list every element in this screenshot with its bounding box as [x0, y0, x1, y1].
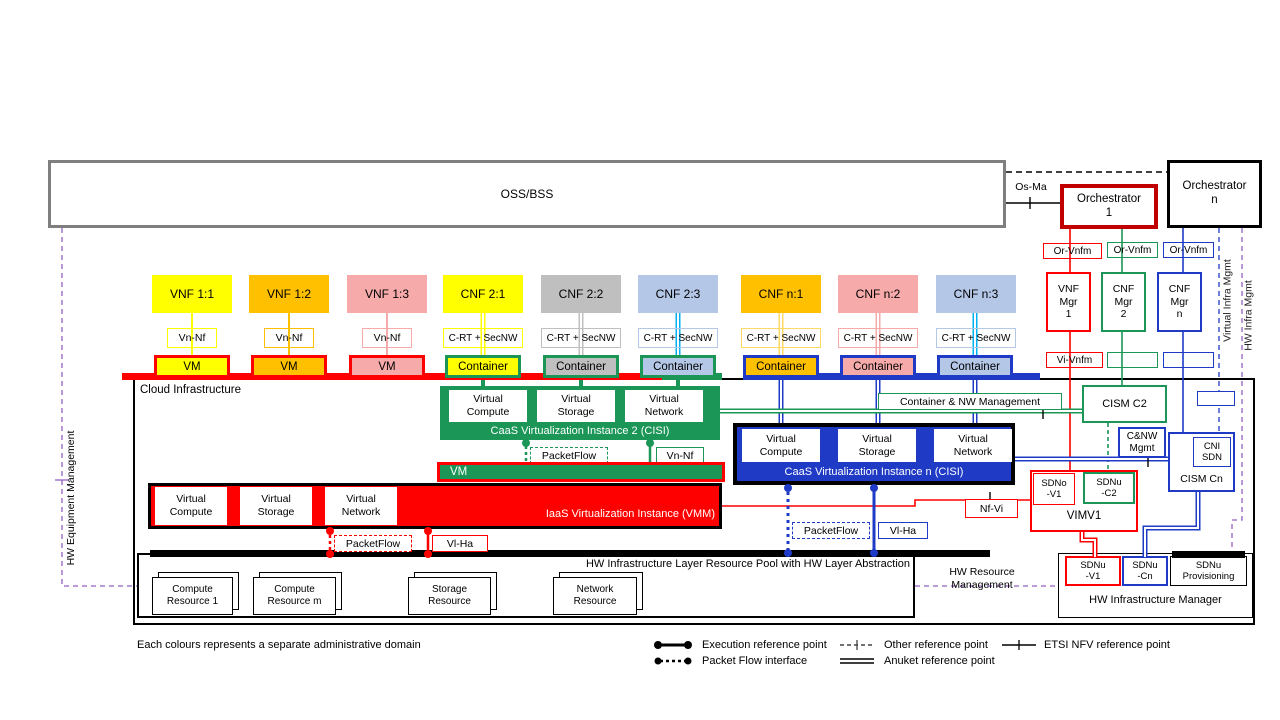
nf-vi-label: Nf-Vi	[965, 499, 1018, 518]
vnf-mgr-1-box: VNF Mgr 1	[1046, 272, 1091, 332]
vl-ha-label-blue: Vl-Ha	[878, 522, 928, 539]
hw-pool-title: HW Infrastructure Layer Resource Pool wi…	[585, 558, 910, 570]
crt-secnw-label-4: C-RT + SecNW	[741, 328, 821, 348]
vi-vnfm-label: Vi-Vnfm	[1046, 352, 1103, 368]
virtual-infra-mgmt-label: Virtual Infra Mgmt	[1221, 259, 1234, 342]
or-vnfm-label-blue: Or-Vnfm	[1163, 242, 1214, 258]
vimv1-label: VIMV1	[1066, 510, 1102, 522]
cisi2-virtual-network: Virtual Network	[625, 390, 703, 422]
packetflow-label-red: PacketFlow	[334, 535, 412, 552]
iaas-virtual-network: Virtual Network	[325, 487, 397, 525]
vm-bar: VM	[437, 462, 725, 482]
storage-resource: Storage Resource	[408, 577, 491, 615]
nf-box-vnf-1-1: VNF 1:1	[152, 275, 232, 313]
empty-ref-box-blue	[1163, 352, 1214, 368]
legend-note: Each colours represents a separate admin…	[137, 639, 421, 651]
packetflow-label-green: PacketFlow	[530, 447, 608, 464]
sdnu-provisioning-box: SDNu Provisioning	[1170, 556, 1247, 586]
cisi2-virtual-storage: Virtual Storage	[537, 390, 615, 422]
nf-box-vnf-1-2: VNF 1:2	[249, 275, 329, 313]
packetflow-label-blue: PacketFlow	[792, 522, 870, 539]
vm-box-1: VM	[154, 355, 230, 378]
or-vnfm-label-green: Or-Vnfm	[1107, 242, 1158, 258]
or-vnfm-label-red: Or-Vnfm	[1043, 243, 1102, 259]
crt-secnw-label-5: C-RT + SecNW	[838, 328, 918, 348]
sdnu-provisioning-bar	[1172, 551, 1245, 558]
nf-box-cnf-n-1: CNF n:1	[741, 275, 821, 313]
legend-etsi-label: ETSI NFV reference point	[1044, 639, 1170, 651]
vm-box-3: VM	[349, 355, 425, 378]
cni-sdn-box: CNI SDN	[1193, 437, 1231, 467]
empty-ref-box-green	[1107, 352, 1158, 368]
container-box-6: Container	[937, 355, 1013, 378]
legend-packet-flow-label: Packet Flow interface	[702, 655, 808, 667]
orchestrator-1-box: Orchestrator 1	[1060, 184, 1158, 229]
legend-anuket-label: Anuket reference point	[884, 655, 995, 667]
oss-bss-box: OSS/BSS	[48, 160, 1006, 228]
crt-secnw-label-1: C-RT + SecNW	[443, 328, 523, 348]
crt-secnw-label-6: C-RT + SecNW	[936, 328, 1016, 348]
legend-other-label: Other reference point	[884, 639, 988, 651]
cisin-virtual-network: Virtual Network	[934, 429, 1012, 462]
vn-nf-label-1: Vn-Nf	[167, 328, 217, 348]
nf-box-cnf-2-3: CNF 2:3	[638, 275, 718, 313]
vn-nf-label-2: Vn-Nf	[264, 328, 314, 348]
network-resource: Network Resource	[553, 577, 637, 615]
vl-ha-label-red: Vl-Ha	[432, 535, 488, 552]
vm-box-2: VM	[251, 355, 327, 378]
compute-resource-m: Compute Resource m	[253, 577, 336, 615]
cnf-mgr-n-box: CNF Mgr n	[1157, 272, 1202, 332]
os-ma-reference-label: Os-Ma	[1015, 181, 1047, 193]
cism-cn-label: CISM Cn	[1180, 473, 1223, 485]
vn-nf-label-green: Vn-Nf	[656, 447, 704, 464]
crt-secnw-label-3: C-RT + SecNW	[638, 328, 718, 348]
cism-c2-box: CISM C2	[1082, 385, 1167, 423]
sdnu-v1-box: SDNu -V1	[1065, 556, 1121, 586]
container-nw-management-label: Container & NW Management	[878, 393, 1062, 410]
nf-box-cnf-2-2: CNF 2:2	[541, 275, 621, 313]
container-box-4: Container	[743, 355, 819, 378]
hw-infra-mgmt-label: HW Infra Mgmt	[1242, 280, 1255, 351]
cisin-virtual-compute: Virtual Compute	[742, 429, 820, 462]
container-box-3: Container	[640, 355, 716, 378]
empty-ref-box-blue-small	[1197, 391, 1235, 406]
sdnu-cn-box: SDNu -Cn	[1122, 556, 1168, 586]
orchestrator-n-box: Orchestrator n	[1167, 160, 1262, 228]
sdno-v1-box: SDNo -V1	[1033, 473, 1075, 505]
cloud-infrastructure-label: Cloud Infrastructure	[140, 384, 241, 396]
nf-box-cnf-n-2: CNF n:2	[838, 275, 918, 313]
oss-bss-label: OSS/BSS	[500, 187, 554, 201]
container-box-5: Container	[840, 355, 916, 378]
cism-cn-box	[1168, 432, 1235, 492]
hw-equipment-management-label: HW Equipment Management	[65, 430, 77, 566]
container-box-1: Container	[445, 355, 521, 378]
compute-resource-1: Compute Resource 1	[152, 577, 233, 615]
legend-execution-label: Execution reference point	[702, 639, 827, 651]
crt-secnw-label-2: C-RT + SecNW	[541, 328, 621, 348]
iaas-virtual-storage: Virtual Storage	[240, 487, 312, 525]
cisi2-title: CaaS Virtualization Instance 2 (CISI)	[490, 425, 670, 437]
nf-box-cnf-n-3: CNF n:3	[936, 275, 1016, 313]
cisi2-virtual-compute: Virtual Compute	[449, 390, 527, 422]
container-box-2: Container	[543, 355, 619, 378]
cnf-mgr-2-box: CNF Mgr 2	[1101, 272, 1146, 332]
iaas-title: IaaS Virtualization Instance (VMM)	[545, 508, 715, 520]
cnw-mgmt-box: C&NW Mgmt	[1118, 427, 1166, 458]
iaas-virtual-compute: Virtual Compute	[155, 487, 227, 525]
cisin-virtual-storage: Virtual Storage	[838, 429, 916, 462]
nf-box-cnf-2-1: CNF 2:1	[443, 275, 523, 313]
nf-box-vnf-1-3: VNF 1:3	[347, 275, 427, 313]
cisin-title: CaaS Virtualization Instance n (CISI)	[784, 465, 964, 478]
sdnu-c2-box: SDNu -C2	[1083, 472, 1135, 504]
vn-nf-label-3: Vn-Nf	[362, 328, 412, 348]
hw-infrastructure-manager-label: HW Infrastructure Manager	[1089, 594, 1222, 606]
hw-resource-management-label: HW Resource Management	[949, 566, 1015, 591]
